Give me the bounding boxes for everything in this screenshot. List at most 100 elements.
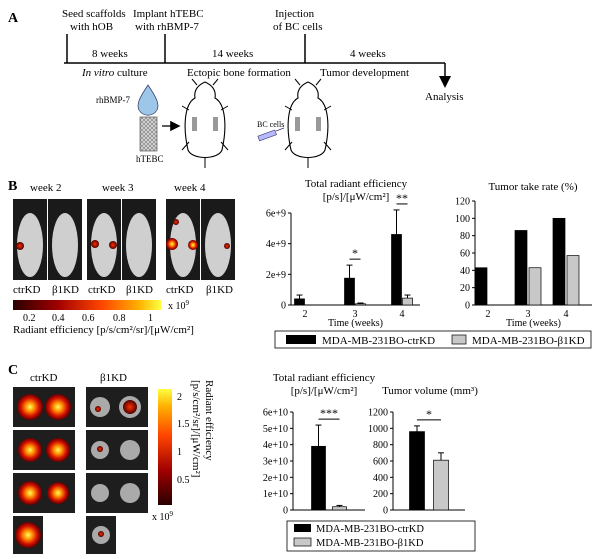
bar-ctrkd	[344, 277, 355, 306]
signal-spot	[166, 238, 178, 250]
colorbar-exponent: x 109	[168, 299, 190, 312]
step-injection-line1: Injection	[275, 8, 315, 20]
y-tick-label: 80	[460, 231, 470, 242]
colorbar-b	[13, 300, 161, 310]
colorbar-tick: 0.8	[113, 313, 126, 324]
bar-b1kd	[402, 297, 413, 306]
syringe-icon	[257, 127, 285, 142]
panel-b: B week 2 week 3 week 4 ctrKD β1KD	[8, 179, 235, 336]
colorbar-title-line2: [p/s/cm²/sr]/[μW/cm²]	[190, 380, 202, 477]
significance-mark: *	[352, 246, 358, 260]
signal-spot	[224, 243, 230, 249]
legend-label-ctrkd: MDA-MB-231BO-ctrKD	[316, 524, 424, 535]
tissue-sample	[91, 484, 109, 502]
signal-spot	[188, 240, 198, 250]
colorbar-tick: 0.5	[177, 475, 190, 486]
exvivo-images	[13, 387, 148, 554]
colorbar-tick: 0.4	[52, 313, 65, 324]
charts: Total radiant efficiency[p/s]/[μW/cm²]02…	[263, 178, 592, 517]
y-tick-label: 3e+10	[263, 457, 288, 468]
step-injection-line2: of BC cells	[273, 21, 323, 33]
implant-icon	[295, 117, 300, 131]
y-tick-label: 4e+10	[263, 440, 288, 451]
panel-c-label: C	[8, 363, 18, 378]
chart-title: Total radiant efficiency	[273, 372, 376, 384]
bar-ctrkd	[474, 267, 488, 306]
bar-ctrkd	[311, 445, 326, 511]
signal-spot	[18, 481, 42, 505]
legend-box	[274, 330, 592, 349]
colorbar-tick: 2	[177, 392, 182, 403]
scaffold-icon	[139, 116, 158, 152]
bar-ctrkd	[391, 234, 402, 306]
bar-ctrkd	[514, 230, 528, 306]
colorbar-tick: 0.6	[82, 313, 95, 324]
x-tick-label: 2	[303, 309, 308, 320]
signal-spot	[173, 219, 179, 225]
mouse-icon-1	[181, 78, 229, 168]
y-tick-label: 600	[373, 457, 388, 468]
mouse-silhouette	[205, 213, 231, 277]
implant-icon	[316, 117, 321, 131]
chart-title: Total radiant efficiency	[305, 178, 408, 190]
panel-c: C ctrKD β1KD	[8, 363, 215, 554]
significance-mark: ***	[320, 406, 338, 420]
bli-images-b	[13, 199, 235, 280]
analysis-label: Analysis	[425, 91, 464, 103]
mouse-silhouette	[52, 213, 78, 277]
mouse-silhouette	[91, 213, 117, 277]
y-tick-label: 0	[383, 506, 388, 517]
mouse-silhouette	[17, 213, 43, 277]
tissue-sample	[120, 440, 140, 460]
y-tick-label: 200	[373, 489, 388, 500]
chart-subtitle: [p/s]/[μW/cm²]	[291, 385, 358, 397]
group-b1kd-label: β1KD	[126, 284, 153, 296]
tissue-sample	[120, 483, 140, 503]
x-axis-label: Time (weeks)	[506, 318, 561, 329]
y-tick-label: 400	[373, 473, 388, 484]
y-tick-label: 40	[460, 266, 470, 277]
colorbar-tick: 0.2	[23, 313, 36, 324]
y-tick-label: 1000	[368, 424, 388, 435]
signal-spot	[91, 240, 99, 248]
y-tick-label: 100	[455, 214, 470, 225]
signal-spot	[109, 241, 117, 249]
y-tick-label: 6e+9	[266, 209, 286, 220]
group-b1kd-label: β1KD	[100, 372, 127, 384]
duration-14w: 14 weeks	[212, 48, 253, 60]
bar-b1kd	[528, 267, 542, 306]
y-tick-label: 6e+10	[263, 408, 288, 419]
legend-swatch-ctrkd	[286, 335, 316, 344]
implant-icon	[213, 117, 218, 131]
duration-8w: 8 weeks	[92, 48, 128, 60]
panel-a-label: A	[8, 11, 19, 26]
legend-swatch-ctrkd	[294, 524, 311, 532]
group-ctrkd-label: ctrKD	[88, 284, 116, 296]
group-ctrkd-label: ctrKD	[166, 284, 194, 296]
step-implant-line1: Implant hTEBC	[133, 8, 204, 20]
rhbmp7-label: rhBMP-7	[96, 95, 131, 105]
colorbar-c	[158, 389, 172, 505]
bar-ctrkd	[409, 431, 425, 511]
chart-title: Tumor volume (mm³)	[382, 385, 478, 397]
duration-4w: 4 weeks	[350, 48, 386, 60]
phase-ectopic: Ectopic bone formation	[187, 67, 291, 79]
chart-subtitle: [p/s]/[μW/cm²]	[323, 191, 390, 203]
colorbar-exponent: x 109	[152, 510, 174, 523]
colorbar-tick: 1	[148, 313, 153, 324]
signal-spot	[45, 394, 71, 420]
bar-b1kd	[355, 303, 366, 306]
step-seed-line2: with hOB	[70, 21, 113, 33]
signal-spot	[95, 406, 101, 412]
legend-swatch-b1kd	[451, 334, 467, 345]
droplet-icon	[137, 84, 159, 116]
htebc-label: hTEBC	[136, 154, 164, 164]
step-implant-line2: with rhBMP-7	[135, 21, 199, 33]
bar-b1kd	[332, 506, 347, 511]
bar-b1kd	[433, 459, 449, 511]
week-4-label: week 4	[174, 182, 206, 194]
signal-spot	[46, 438, 70, 462]
legend-swatch-b1kd	[293, 537, 312, 547]
colorbar-tick: 1	[177, 447, 182, 458]
